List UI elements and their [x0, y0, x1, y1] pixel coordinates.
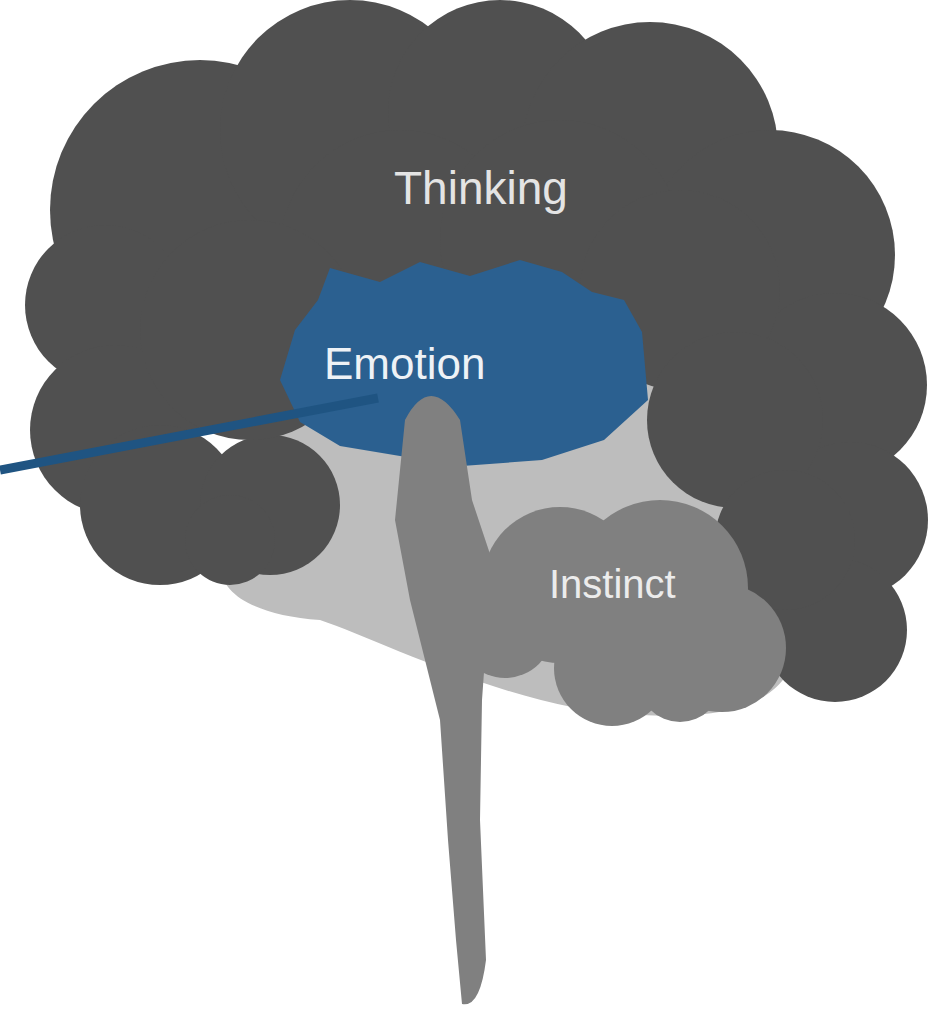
region-label: Emotion: [324, 339, 485, 390]
region-label: Thinking: [394, 162, 568, 215]
label-holder: Emotion: [324, 339, 485, 390]
region-label: Instinct: [549, 561, 676, 607]
label-holder: Instinct: [549, 561, 676, 607]
brain-region: Instinct: [380, 370, 810, 1010]
label-holder: Thinking: [394, 162, 568, 215]
brain-region: Emotion: [270, 250, 660, 475]
region-shape: [380, 370, 810, 1010]
leader-line: [0, 398, 378, 470]
